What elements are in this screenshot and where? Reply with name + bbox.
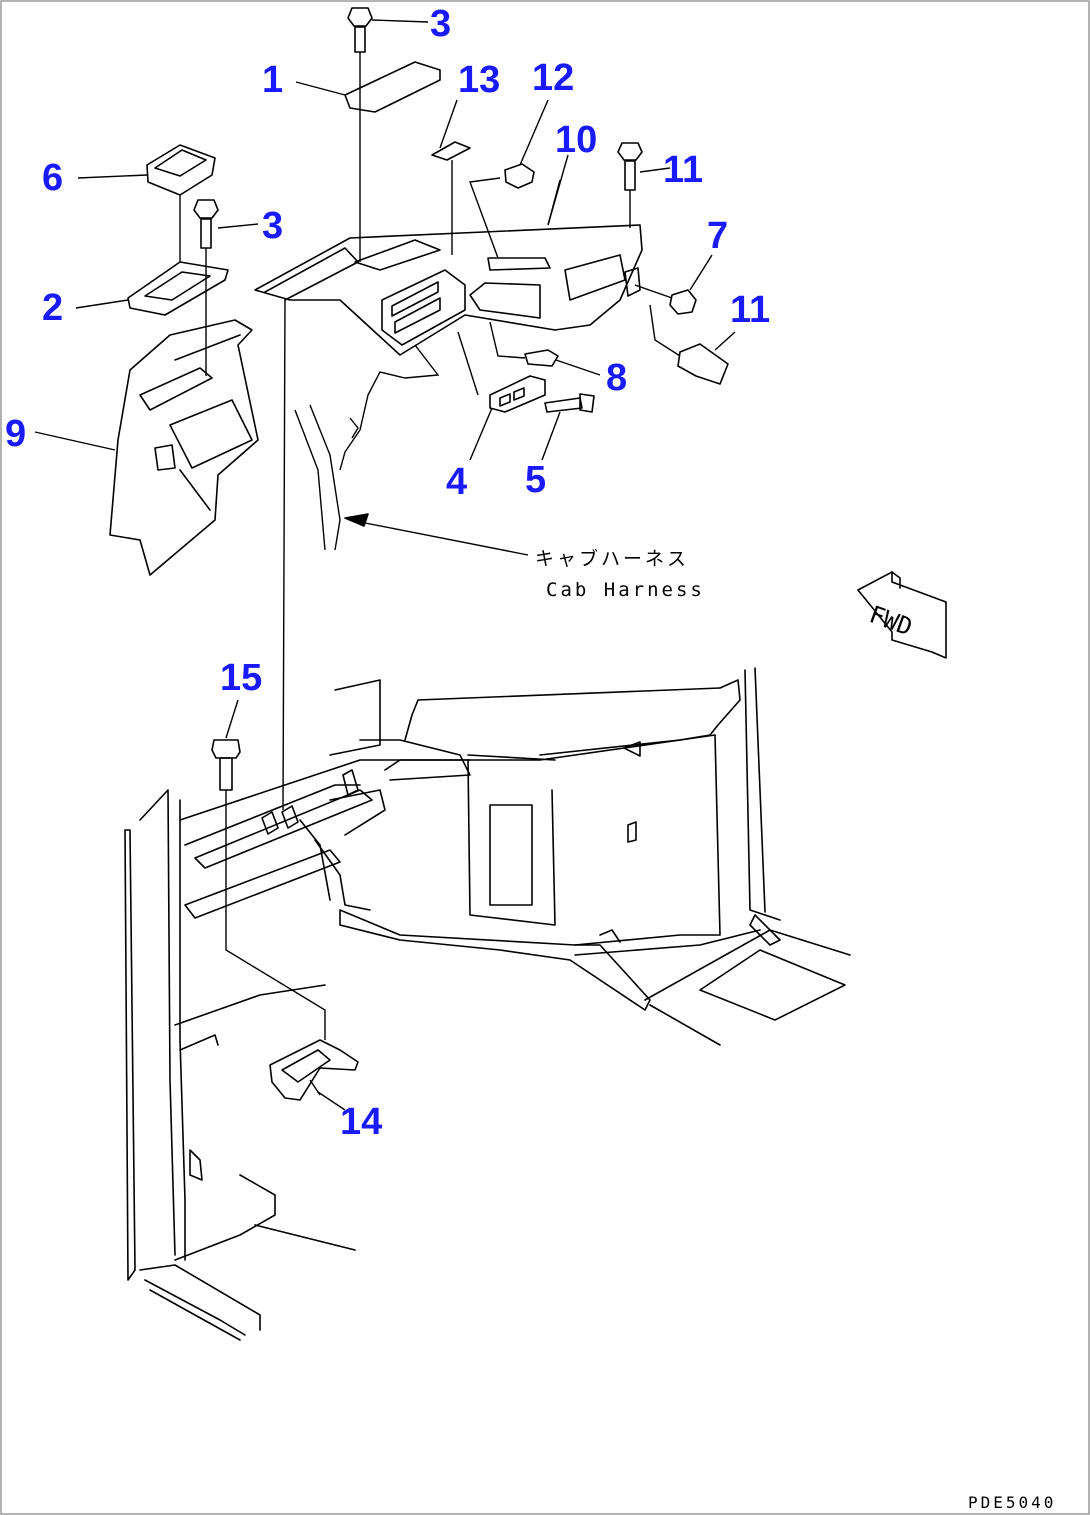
callout-11-lower: 11 [730,289,770,331]
callout-3-top: 3 [430,3,451,45]
part-2-bracket [127,261,229,316]
part-11-bolt-top [617,142,643,228]
cab-harness-label-en: Cab Harness [546,579,705,601]
callout-4: 4 [446,461,467,503]
part-3-bolt-left [179,195,219,376]
part-6-room-lamp [146,144,216,196]
callout-13: 13 [458,59,500,101]
drawing-code: PDE5040 [968,1493,1056,1512]
part-11-plug [649,304,729,385]
cab-floor-structure [124,299,851,1341]
callout-12: 12 [532,57,574,99]
callout-1: 1 [262,59,283,101]
part-4-switch-block [457,331,546,413]
callout-14: 14 [340,1101,382,1143]
callout-15: 15 [220,657,262,699]
part-9-pillar-trim [109,319,259,576]
callout-11-top: 11 [663,149,703,191]
leader-lines [34,19,736,1111]
part-5-screw [544,393,595,413]
callout-5: 5 [525,459,546,501]
part-3-bolt-top [347,7,373,262]
part-1-cover [344,61,441,113]
cab-harness-callout [294,404,529,556]
callout-2: 2 [42,287,63,329]
fwd-label: FWD [866,600,916,641]
part-7-grommet [634,284,697,315]
callout-6: 6 [42,157,63,199]
part-12-switch [469,163,535,259]
cable-clip [349,417,359,439]
callout-3-left: 3 [262,205,283,247]
callout-9: 9 [5,413,26,455]
callout-7: 7 [707,215,728,257]
cab-harness-label-jp: キャブハーネス [535,547,689,570]
cable-run [339,344,440,471]
callout-10: 10 [555,119,597,161]
fwd-direction-arrow [857,571,947,659]
part-8-connector [489,321,559,367]
part-13-label-plate [431,141,471,255]
callout-8: 8 [606,357,627,399]
part-10-overhead-console [254,179,643,356]
